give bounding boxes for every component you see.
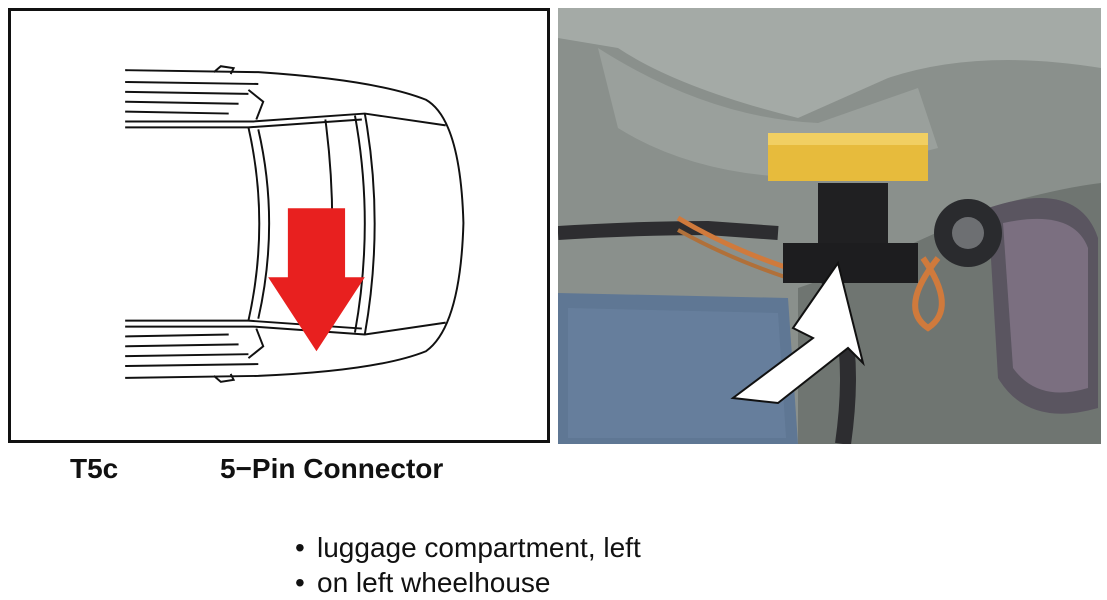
bullet-icon: •: [295, 567, 305, 598]
connector-title: 5−Pin Connector: [220, 453, 444, 484]
car-body-outline: [125, 69, 465, 379]
wheelhouse-photo-illustration: [558, 8, 1101, 444]
location-list: • luggage compartment, left • on left whee…: [295, 530, 641, 600]
white-pointer-arrow: [730, 260, 865, 405]
connector-code: T5c: [70, 453, 119, 484]
bullet-icon: •: [295, 532, 305, 563]
red-locator-arrow: [268, 208, 365, 352]
location-text: on left wheelhouse: [317, 567, 551, 598]
location-text: luggage compartment, left: [317, 532, 641, 563]
location-item: • luggage compartment, left: [295, 530, 641, 565]
location-item: • on left wheelhouse: [295, 565, 641, 600]
connector-location-photo: [558, 8, 1101, 444]
car-top-view-drawing: [125, 65, 465, 383]
vehicle-locator-diagram: [8, 8, 550, 443]
